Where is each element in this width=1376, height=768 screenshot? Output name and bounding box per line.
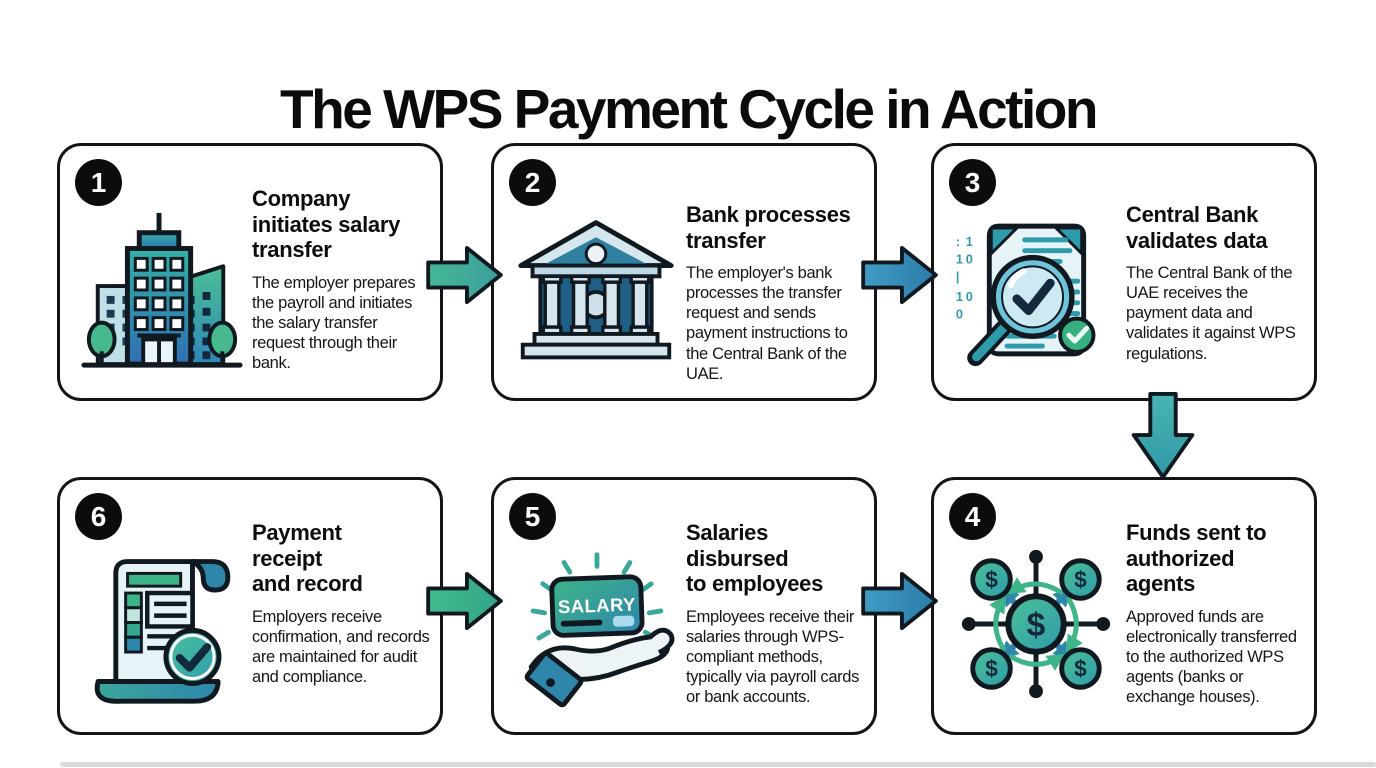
step-description: Employees receive their salaries through… xyxy=(686,607,860,707)
svg-text:$: $ xyxy=(985,566,998,592)
step-card-6: 6 Payment receipt and record xyxy=(57,477,443,735)
step-heading: Funds sent to authorized agents xyxy=(1126,520,1267,597)
svg-text:0: 0 xyxy=(956,307,963,322)
step-number-badge: 1 xyxy=(75,159,122,206)
step-heading: Bank processes transfer xyxy=(686,202,851,253)
step-number-badge: 5 xyxy=(509,493,556,540)
svg-text:$: $ xyxy=(1027,607,1046,644)
step-card-2: 2 Bank processes transfer The employer's… xyxy=(491,143,877,401)
svg-text::: : xyxy=(956,234,960,249)
bank-icon xyxy=(504,190,688,390)
bottom-divider xyxy=(60,762,1376,767)
payment-receipt-icon xyxy=(70,524,254,724)
step-number-badge: 2 xyxy=(509,159,556,206)
step-heading: Company initiates salary transfer xyxy=(252,186,401,263)
step-card-4: 4 xyxy=(931,477,1317,735)
step-number-badge: 6 xyxy=(75,493,122,540)
step-description: The employer prepares the payroll and in… xyxy=(252,273,416,373)
arrow-right-icon xyxy=(861,571,938,631)
svg-text:1: 1 xyxy=(966,234,973,249)
svg-text:$: $ xyxy=(1074,566,1087,592)
step-description: Approved funds are electronically transf… xyxy=(1126,607,1297,707)
salary-hand-icon: SALARY xyxy=(504,524,688,724)
step-card-1: 1 xyxy=(57,143,443,401)
step-heading: Central Bank validates data xyxy=(1126,202,1268,253)
salary-card-label: SALARY xyxy=(558,594,637,618)
step-heading: Payment receipt and record xyxy=(252,520,363,597)
step-description: The employer's bank processes the transf… xyxy=(686,264,848,383)
step-number-badge: 4 xyxy=(949,493,996,540)
step-description: The Central Bank of the UAE receives the… xyxy=(1126,264,1296,363)
step-heading: Salaries disbursed to employees xyxy=(686,520,824,597)
company-building-icon xyxy=(70,190,254,390)
arrow-right-icon xyxy=(426,571,503,631)
funds-network-icon: $ $ $ $ $ xyxy=(944,524,1128,724)
svg-text:$: $ xyxy=(985,655,998,681)
step-number-badge: 3 xyxy=(949,159,996,206)
arrow-right-icon xyxy=(426,245,503,305)
svg-text:$: $ xyxy=(1074,655,1087,681)
step-card-5: 5 SALARY xyxy=(491,477,877,735)
svg-text:1: 1 xyxy=(956,251,963,266)
svg-text:0: 0 xyxy=(966,251,973,266)
svg-text:|: | xyxy=(956,269,960,284)
page-title: The WPS Payment Cycle in Action xyxy=(280,77,1098,140)
arrow-down-icon xyxy=(1131,392,1195,480)
svg-text:1: 1 xyxy=(956,289,963,304)
svg-text:0: 0 xyxy=(966,289,973,304)
arrow-right-icon xyxy=(861,245,938,305)
step-description: Employers receive confirmation, and reco… xyxy=(252,607,430,686)
